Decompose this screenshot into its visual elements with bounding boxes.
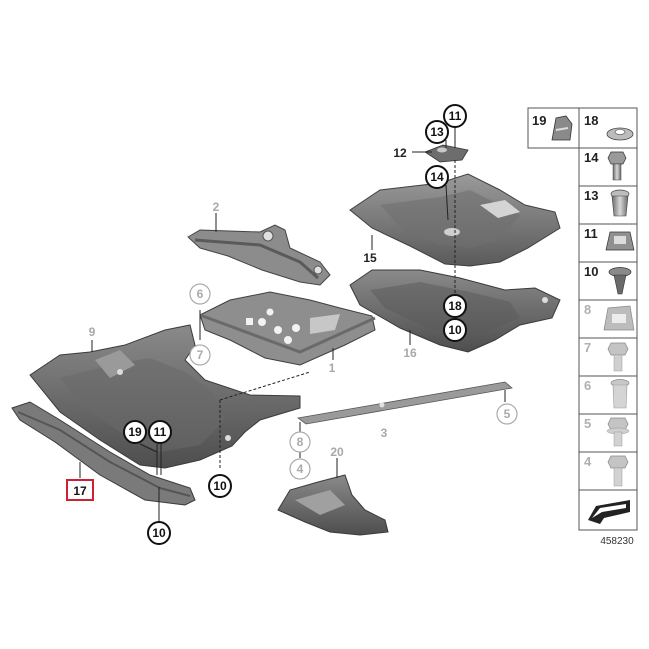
circle-18: 18 xyxy=(443,294,467,318)
leader-lines xyxy=(79,128,506,522)
label-part-1: 1 xyxy=(329,361,336,375)
svg-text:17: 17 xyxy=(73,484,87,498)
label-part-2: 2 xyxy=(213,200,220,214)
svg-text:11: 11 xyxy=(154,425,167,439)
legend-label-10: 10 xyxy=(584,264,598,279)
svg-text:8: 8 xyxy=(297,435,304,449)
circle-11-left: 11 xyxy=(148,420,172,444)
legend-label-6: 6 xyxy=(584,378,591,393)
clip-nut-icon xyxy=(551,115,573,141)
label-part-3: 3 xyxy=(381,426,388,440)
svg-text:5: 5 xyxy=(504,407,511,421)
svg-text:13: 13 xyxy=(430,125,444,139)
svg-text:4: 4 xyxy=(297,462,304,476)
circle-11-top: 11 xyxy=(443,104,467,128)
flange-bolt-gray-icon xyxy=(606,417,630,447)
legend-label-5: 5 xyxy=(584,416,591,431)
hex-bolt-gray-icon xyxy=(607,455,629,487)
svg-text:11: 11 xyxy=(449,109,462,123)
label-part-9: 9 xyxy=(89,325,96,339)
legend-label-19: 19 xyxy=(532,113,546,128)
speed-nut-icon xyxy=(605,231,635,251)
label-part-20: 20 xyxy=(330,445,344,459)
circled-labels-gray: 6 7 5 8 4 xyxy=(189,283,518,480)
circle-6: 6 xyxy=(189,283,211,305)
highlighted-label-17[interactable]: 17 xyxy=(66,479,94,501)
svg-text:14: 14 xyxy=(430,170,444,184)
circle-10-bottom: 10 xyxy=(147,521,171,545)
part-labels: 1 2 3 9 12 15 16 20 xyxy=(89,146,417,459)
circle-19-left: 19 xyxy=(123,420,147,444)
circled-labels-dark: 11 13 14 18 10 19 11 10 10 xyxy=(123,104,467,545)
circle-4: 4 xyxy=(289,458,311,480)
circle-7: 7 xyxy=(189,344,211,366)
svg-text:19: 19 xyxy=(128,425,142,439)
part-17-front-deflector xyxy=(11,401,196,506)
svg-text:6: 6 xyxy=(197,287,204,301)
push-clip-icon xyxy=(608,267,632,295)
circle-10-mid: 10 xyxy=(208,474,232,498)
legend-label-4: 4 xyxy=(584,454,592,469)
part-12-bracket xyxy=(424,144,469,163)
circle-10-right: 10 xyxy=(443,318,467,342)
legend-label-13: 13 xyxy=(584,188,598,203)
legend-label-8: 8 xyxy=(584,302,591,317)
label-part-16: 16 xyxy=(403,346,417,360)
part-2-crossmember xyxy=(187,224,331,286)
svg-text:10: 10 xyxy=(448,323,462,337)
part-9-front-shield xyxy=(29,324,301,469)
label-part-12: 12 xyxy=(393,146,407,160)
circle-8: 8 xyxy=(289,431,311,453)
svg-text:10: 10 xyxy=(152,526,166,540)
reference-number: 458230 xyxy=(600,536,634,547)
svg-text:10: 10 xyxy=(213,479,227,493)
clip-nut-gray-icon xyxy=(603,305,635,331)
label-part-15: 15 xyxy=(363,251,377,265)
hex-bolt-icon xyxy=(607,151,627,181)
fastener-legend-panel: 19 18 14 13 11 10 8 7 6 5 4 xyxy=(527,107,638,531)
legend-label-14: 14 xyxy=(584,150,599,165)
legend-label-18: 18 xyxy=(584,113,598,128)
expanding-nut-icon xyxy=(610,189,630,217)
circle-5: 5 xyxy=(496,403,518,425)
part-3-brace xyxy=(297,381,513,425)
circle-13-top: 13 xyxy=(425,120,449,144)
rivet-nut-gray-icon xyxy=(610,379,630,409)
circle-14: 14 xyxy=(425,165,449,189)
svg-text:7: 7 xyxy=(197,348,204,362)
legend-label-7: 7 xyxy=(584,340,591,355)
svg-text:18: 18 xyxy=(448,299,462,313)
part-1-crossmember xyxy=(199,291,376,366)
legend-label-11: 11 xyxy=(584,226,598,241)
direction-arrow-icon xyxy=(588,500,630,524)
hex-screw-gray-icon xyxy=(607,342,629,372)
part-20-duct xyxy=(277,474,389,536)
washer-icon xyxy=(606,127,634,141)
